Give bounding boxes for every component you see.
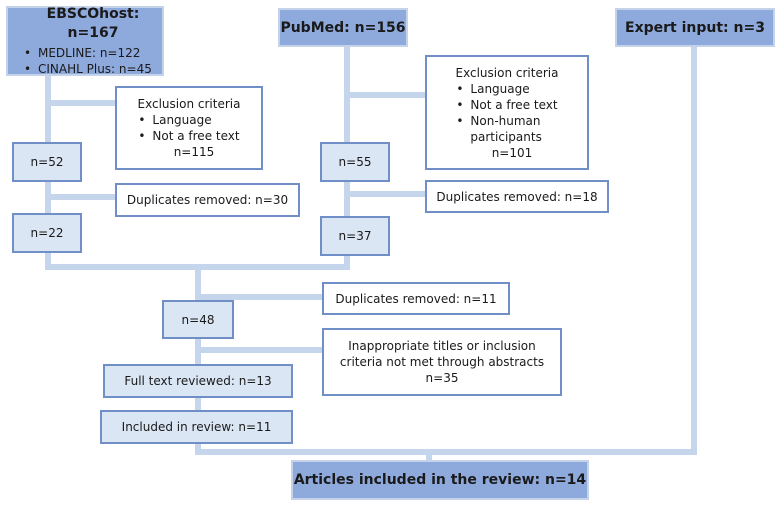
pubmed-exclusion-title: Exclusion criteria <box>455 65 559 80</box>
ebsco-duplicates-label: Duplicates removed: n=30 <box>126 193 289 207</box>
included-in-review-label: Included in review: n=11 <box>121 420 272 434</box>
merged-duplicates-label: Duplicates removed: n=11 <box>335 291 497 306</box>
included-in-review-box: Included in review: n=11 <box>100 410 293 444</box>
ebsco-exclusion-title: Exclusion criteria <box>137 97 241 111</box>
pubmed-exclusion-criteria-box: Exclusion criteria Language Not a free t… <box>425 55 589 170</box>
pubmed-count-2: n=37 <box>338 229 372 243</box>
pubmed-title: PubMed: n=156 <box>280 19 406 36</box>
inappropriate-titles-label: Inappropriate titles or inclusion criter… <box>339 339 545 369</box>
inappropriate-titles-count: n=35 <box>425 371 459 385</box>
connector-line <box>347 191 427 197</box>
expert-input-box: Expert input: n=3 <box>615 8 775 47</box>
pubmed-count-1: n=55 <box>338 155 372 169</box>
ebscohost-database-list: MEDLINE: n=122 CINAHL Plus: n=45 <box>24 45 152 77</box>
merged-duplicates-box: Duplicates removed: n=11 <box>322 282 510 315</box>
ebsco-count-2: n=22 <box>30 226 64 240</box>
connector-line <box>195 267 201 455</box>
connector-line <box>347 92 427 98</box>
cinahl-item: CINAHL Plus: n=45 <box>24 61 152 77</box>
merged-count-box: n=48 <box>162 300 234 339</box>
connector-line <box>691 46 697 455</box>
pubmed-exclusion-non-human: Non-human participants <box>456 113 552 145</box>
articles-included-box: Articles included in the review: n=14 <box>291 460 589 500</box>
ebscohost-source-box: EBSCOhost: n=167 MEDLINE: n=122 CINAHL P… <box>6 6 164 77</box>
pubmed-exclusion-language: Language <box>456 81 557 97</box>
connector-line <box>426 452 432 460</box>
ebsco-count-box-1: n=52 <box>12 142 82 182</box>
ebsco-count-box-2: n=22 <box>12 213 82 253</box>
inappropriate-titles-box: Inappropriate titles or inclusion criter… <box>322 328 562 396</box>
connector-line <box>48 194 116 200</box>
ebsco-duplicates-box: Duplicates removed: n=30 <box>115 183 300 217</box>
full-text-reviewed-label: Full text reviewed: n=13 <box>124 374 272 388</box>
pubmed-exclusion-list: Language Not a free text Non-human parti… <box>456 81 557 145</box>
ebsco-count-1: n=52 <box>30 155 64 169</box>
pubmed-duplicates-box: Duplicates removed: n=18 <box>425 180 609 213</box>
connector-line <box>195 449 697 455</box>
ebsco-exclusion-free-text: Not a free text <box>138 128 239 144</box>
ebsco-exclusion-list: Language Not a free text <box>138 112 239 144</box>
pubmed-count-box-1: n=55 <box>320 142 390 182</box>
articles-included-label: Articles included in the review: n=14 <box>293 472 587 488</box>
expert-input-title: Expert input: n=3 <box>625 19 765 36</box>
ebscohost-title: EBSCOhost: n=167 <box>46 6 140 41</box>
full-text-reviewed-box: Full text reviewed: n=13 <box>103 364 293 398</box>
connector-line <box>48 100 116 106</box>
ebsco-exclusion-count: n=115 <box>173 145 215 159</box>
medline-item: MEDLINE: n=122 <box>24 45 152 61</box>
pubmed-exclusion-free-text: Not a free text <box>456 97 557 113</box>
pubmed-duplicates-label: Duplicates removed: n=18 <box>436 189 598 204</box>
ebsco-exclusion-criteria-box: Exclusion criteria Language Not a free t… <box>115 86 263 170</box>
ebsco-exclusion-language: Language <box>138 112 239 128</box>
connector-line <box>198 294 324 300</box>
pubmed-exclusion-count: n=101 <box>491 145 533 160</box>
pubmed-source-box: PubMed: n=156 <box>278 8 408 47</box>
merged-count: n=48 <box>181 312 215 327</box>
connector-line <box>198 347 324 353</box>
pubmed-count-box-2: n=37 <box>320 216 390 256</box>
